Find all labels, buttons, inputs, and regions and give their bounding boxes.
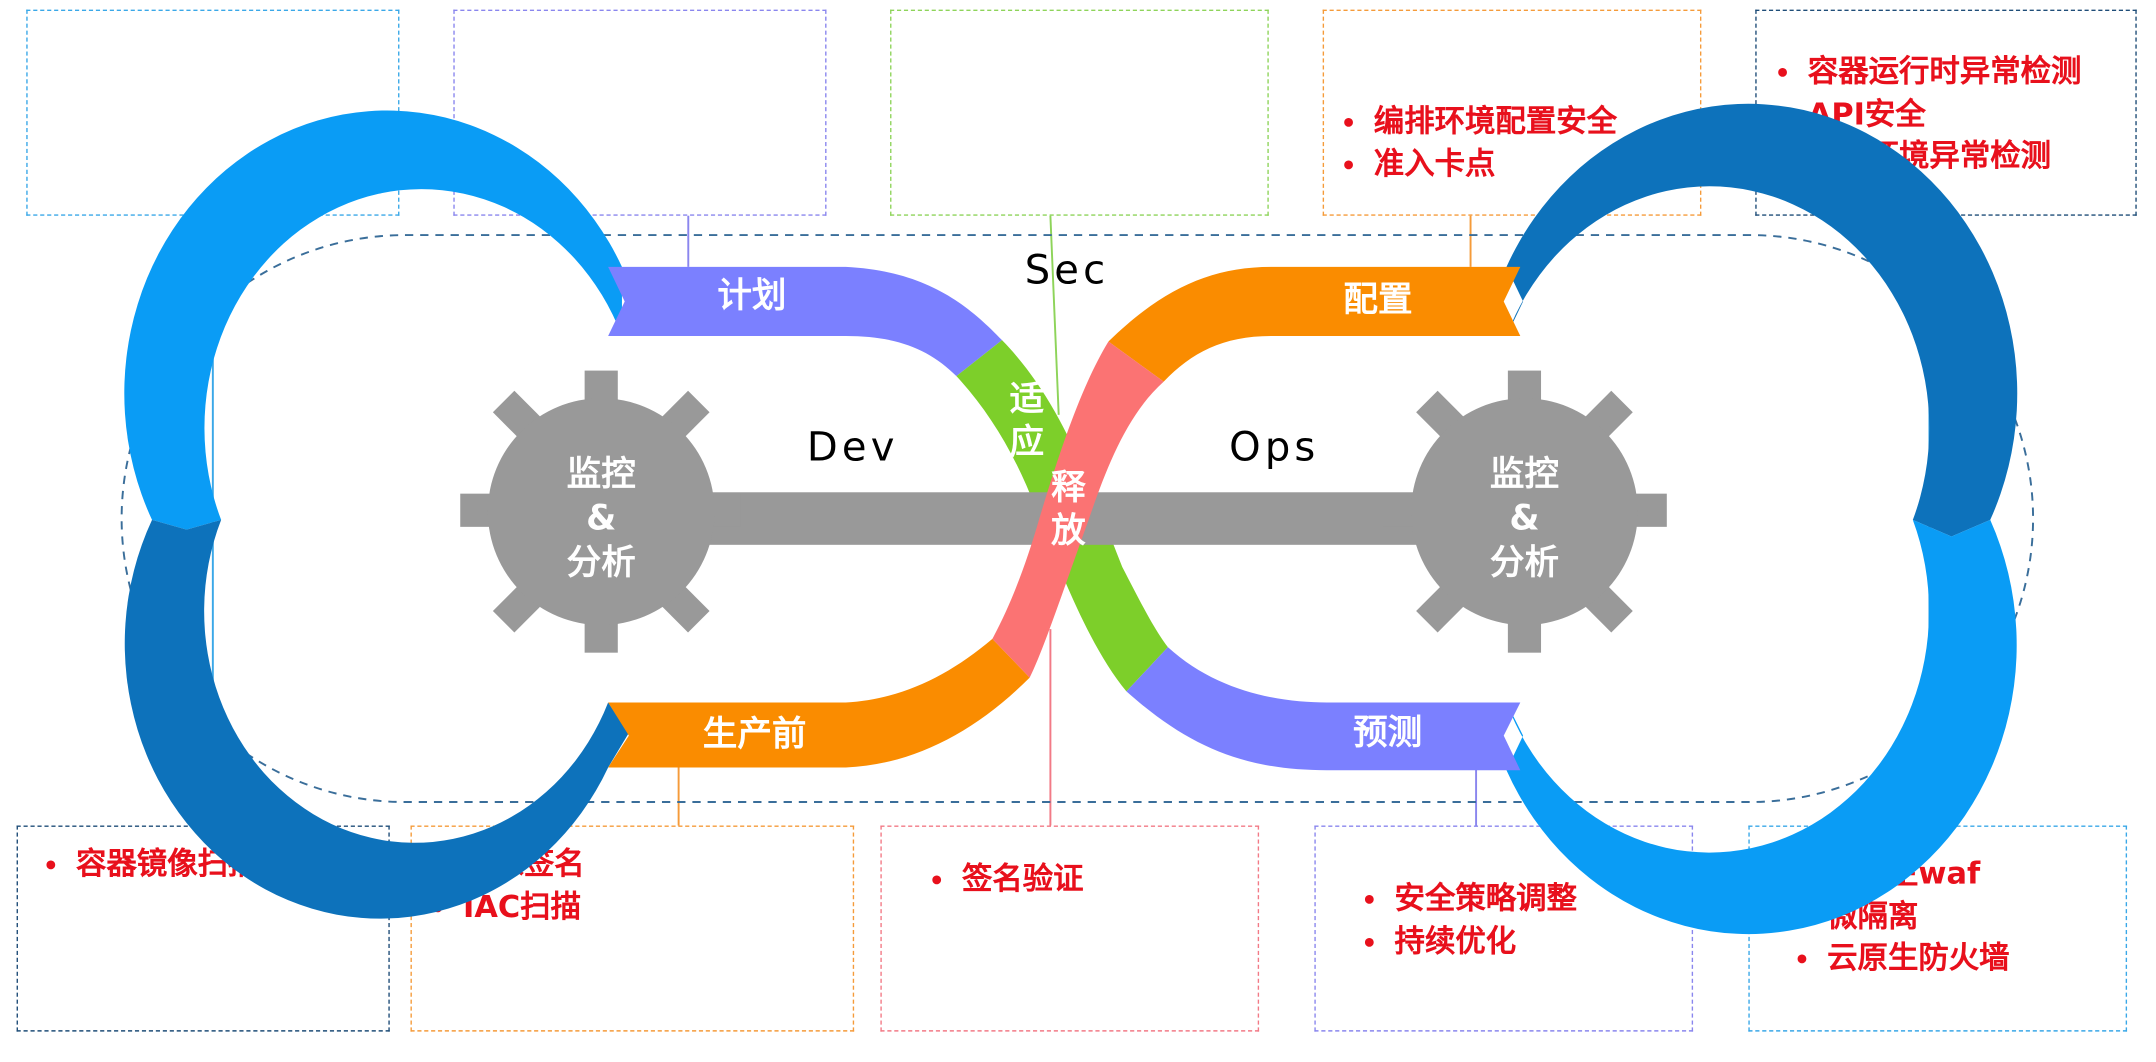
label-preprod: 生产前	[703, 714, 807, 754]
label-adapt-1: 适	[1010, 380, 1045, 420]
segment-release	[992, 341, 1164, 678]
box-detect-item: • 容器运行时异常检测	[1775, 53, 2082, 95]
box-respond-item: • 云原生防火墙	[1794, 939, 2010, 981]
box-release-item: • 签名验证	[929, 860, 1084, 902]
gear-right-line1: 监控	[1490, 454, 1559, 494]
label-plan: 计划	[717, 276, 786, 316]
segment-predict	[1126, 647, 1521, 771]
gear-left	[460, 370, 741, 653]
gear-left-line2: &	[586, 499, 616, 539]
label-adapt-2: 应	[1010, 423, 1045, 463]
bullet: •	[42, 851, 59, 881]
connector-line	[1049, 215, 1060, 415]
gear-right-line2: &	[1509, 499, 1539, 539]
label-respond: 响应	[1660, 717, 1729, 757]
sec-outline	[120, 234, 2035, 803]
bullet: •	[928, 867, 945, 897]
label-ops: Ops	[1229, 424, 1319, 470]
box-config: • 编排环境配置安全 • 准入卡点	[1322, 9, 1702, 216]
box-adapt	[890, 9, 1269, 216]
label-release-1: 释	[1051, 468, 1086, 508]
bullet: •	[1361, 886, 1378, 916]
segment-respond	[1506, 519, 2017, 935]
label-sec: Sec	[1025, 247, 1110, 293]
segment-detect	[1506, 103, 2018, 537]
box-release-text: 签名验证	[961, 862, 1084, 898]
bullet: •	[1340, 151, 1357, 181]
bullet: •	[1340, 109, 1357, 139]
box-preprod-text: IAC扫描	[463, 889, 581, 925]
segment-plan	[608, 266, 1003, 377]
label-generate: 生成	[423, 280, 492, 320]
bullet: •	[1793, 945, 1810, 975]
box-predict-text: 持续优化	[1394, 924, 1517, 959]
segment-generate	[124, 110, 622, 530]
label-dev: Dev	[807, 424, 899, 470]
bullet: •	[1774, 59, 1791, 89]
label-config: 配置	[1343, 280, 1412, 320]
box-plan	[453, 9, 827, 216]
gear-right	[1382, 370, 1667, 653]
segment-config	[1108, 266, 1521, 382]
box-config-text: 准入卡点	[1373, 147, 1496, 182]
box-config-item: • 准入卡点	[1341, 145, 1617, 187]
box-predict-item: • 持续优化	[1361, 922, 1577, 964]
box-predict-item: • 安全策略调整	[1361, 879, 1577, 921]
label-detect: 检测	[1654, 276, 1723, 316]
gear-left-line3: 分析	[567, 543, 636, 583]
box-predict-text: 安全策略调整	[1394, 882, 1577, 917]
segment-verify	[124, 519, 629, 919]
box-predict: • 安全策略调整 • 持续优化	[1314, 825, 1694, 1032]
box-release: • 签名验证	[880, 825, 1260, 1032]
gear-right-line3: 分析	[1490, 543, 1559, 583]
label-release-2: 放	[1051, 511, 1086, 551]
bullet: •	[1361, 928, 1378, 958]
label-verify: 验证	[417, 717, 486, 757]
box-config-item: • 编排环境配置安全	[1341, 102, 1617, 144]
segment-preprod	[608, 638, 1030, 768]
box-detect-text: 容器运行时异常检测	[1807, 55, 2082, 90]
box-respond-text: 云原生防火墙	[1827, 941, 2010, 977]
gear-left-line1: 监控	[567, 454, 636, 494]
label-predict: 预测	[1353, 713, 1422, 753]
box-config-text: 编排环境配置安全	[1373, 105, 1618, 140]
